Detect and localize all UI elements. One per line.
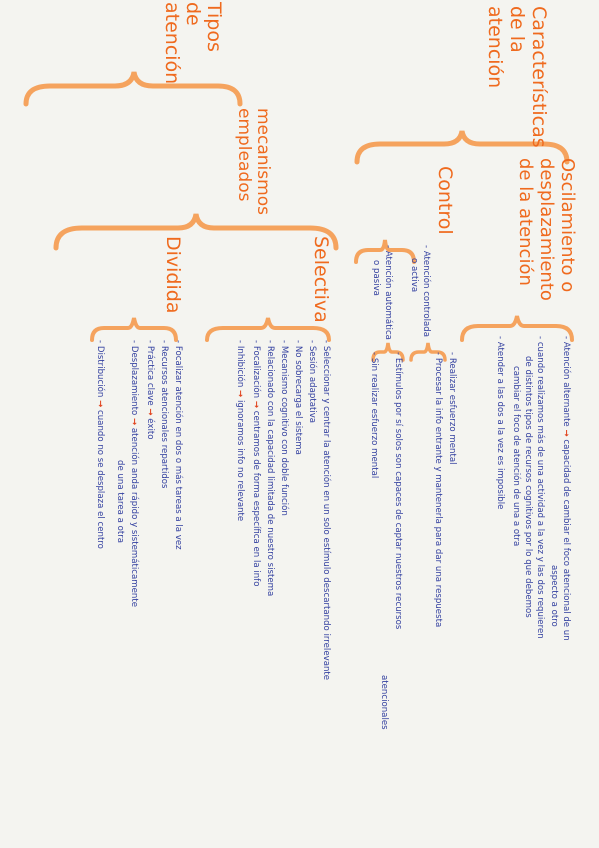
- brace-controlada: [409, 342, 447, 362]
- selectiva-note-4: - Mecanismo cognitivo con doble función: [279, 340, 289, 516]
- selectiva-note-7-desc: ignoramos info no relevante: [235, 399, 245, 522]
- brace-automatica: [371, 342, 405, 362]
- dividida-note-3: - Práctica clave → éxito: [145, 340, 155, 440]
- control-item-automatica: - Atención automática: [383, 245, 393, 340]
- dividida-note-5-desc: cuando no se desplaza el centro: [95, 410, 105, 549]
- osc-note-1: - Atención alternante → capacidad de cam…: [561, 336, 571, 641]
- dividida-note-4-desc: atención anda rápido y sistemáticamente: [129, 427, 139, 608]
- brace-caracteristicas: [354, 130, 570, 165]
- osc-note-2c: cambiar el foco de atención de una a otr…: [511, 366, 521, 547]
- control-note-2: - Procesar la info entrante y mantenerla…: [433, 352, 443, 628]
- arrow-icon: →: [561, 429, 571, 437]
- control-item-controlada-b: o activa: [409, 258, 419, 293]
- osc-note-2: - cuando realizamos más de una actividad…: [535, 336, 545, 639]
- brace-control: [354, 239, 416, 264]
- osc-note-1-cont: aspecto a otro: [549, 565, 559, 627]
- dividida-note-5-label: - Distribución: [95, 340, 105, 398]
- arrow-icon: →: [251, 400, 261, 409]
- selectiva-note-5: - Relacionado con la capacidad limitada …: [265, 340, 275, 597]
- osc-note-2b: de distintos tipos de recursos cognitivo…: [523, 356, 533, 618]
- osc-note-1-desc: capacidad de cambiar el foco atencional …: [561, 439, 571, 641]
- selectiva-note-7: - Inhibición → ignoramos info no relevan…: [235, 340, 245, 522]
- dividida-note-3-desc: éxito: [145, 418, 155, 440]
- dividida-note-2: - Recursos atencionales repartidos: [159, 340, 169, 489]
- heading-caracteristicas: Características de la atención: [484, 6, 550, 148]
- control-note-1: - Realizar esfuerzo mental: [447, 352, 457, 465]
- dividida-note-3-label: - Práctica clave: [145, 340, 155, 406]
- brace-dividida: [90, 317, 178, 342]
- osc-note-1-label: - Atención alternante: [561, 336, 571, 427]
- dividida-note-5: - Distribución → cuando no se desplaza e…: [95, 340, 105, 549]
- dividida-note-4: - Desplazamiento → atención anda rápido …: [129, 340, 139, 608]
- selectiva-note-2: - Sesión adaptativa: [307, 340, 317, 424]
- dividida-note-4-label: - Desplazamiento: [129, 340, 139, 416]
- selectiva-note-1: - Seleccionar y centrar la atención en u…: [321, 340, 331, 681]
- heading-mecanismos: mecanismos empleados: [234, 108, 273, 215]
- selectiva-note-6: - Focalización → centramos de forma espe…: [251, 340, 261, 587]
- heading-oscilamiento: Oscilamiento o desplazamiento de la aten…: [515, 158, 578, 301]
- brace-osc: [460, 315, 574, 342]
- arrow-icon: →: [95, 400, 105, 408]
- control-note-3b: atencionales: [379, 675, 389, 730]
- control-item-controlada: - Atención controlada: [421, 245, 431, 337]
- brace-selectiva: [205, 317, 331, 342]
- arrow-icon: →: [145, 408, 155, 416]
- selectiva-note-7-label: - Inhibición: [235, 340, 245, 388]
- heading-tipos-de-atencion: Tipos de atención: [161, 2, 225, 85]
- control-item-automatica-b: o pasiva: [371, 260, 381, 296]
- heading-selectiva: Selectiva: [310, 236, 332, 323]
- selectiva-note-6-desc: centramos de forma específica en la info: [251, 410, 261, 587]
- osc-note-3: - Atender a las dos a la vez es imposibl…: [495, 336, 505, 510]
- arrow-icon: →: [129, 417, 139, 426]
- dividida-note-1: - Focalizar atención en dos o más tareas…: [173, 340, 183, 550]
- arrow-icon: →: [235, 390, 245, 398]
- selectiva-note-6-label: - Focalización: [251, 340, 261, 399]
- heading-control: Control: [434, 166, 456, 235]
- selectiva-note-3: - No sobrecarga el sistema: [293, 340, 303, 455]
- control-note-4: - Sin realizar esfuerzo mental: [369, 352, 379, 479]
- dividida-note-4b: de una tarea a otra: [115, 460, 125, 544]
- heading-dividida: Dividida: [162, 236, 184, 314]
- brace-main: [23, 71, 243, 107]
- brace-mecanismos: [53, 213, 339, 251]
- control-note-3: - Estímulos por sí solos son capaces de …: [393, 352, 403, 630]
